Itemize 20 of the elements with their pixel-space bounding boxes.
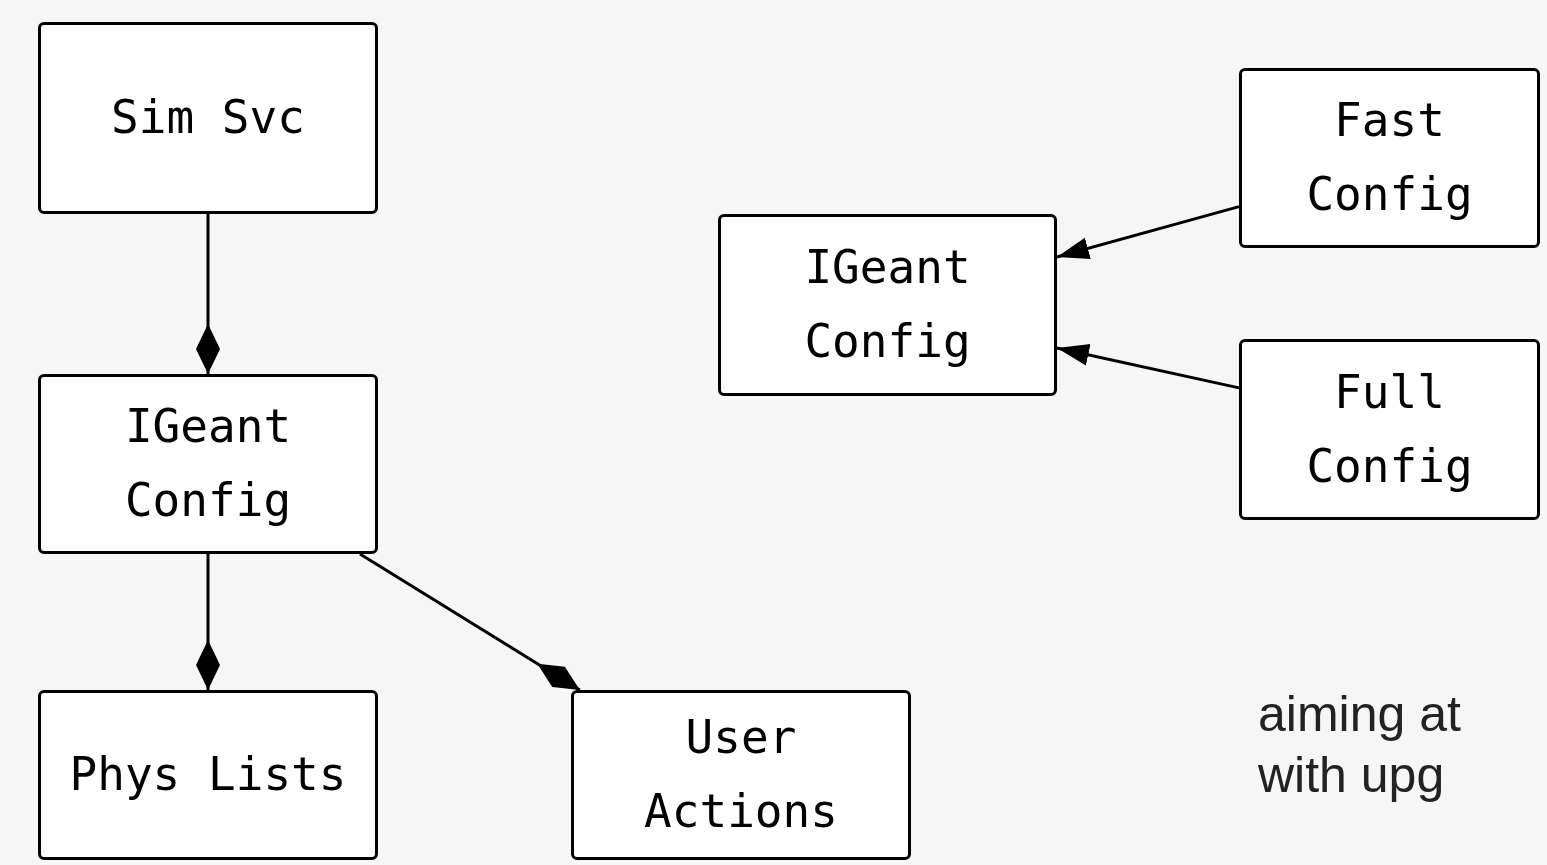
class-name: Sim Svc <box>110 89 306 147</box>
class-name: Fast Config <box>1305 92 1474 223</box>
class-box <box>1239 68 1540 248</box>
class-name: IGeant Config <box>803 239 972 370</box>
composition-line <box>359 552 581 692</box>
composition-line <box>196 214 220 374</box>
note-text: aiming at with upg <box>1258 685 1462 805</box>
class-box <box>38 374 378 554</box>
class-box <box>38 690 378 860</box>
class-box <box>718 214 1057 396</box>
composition-line <box>196 554 220 690</box>
class-name: Full Config <box>1305 363 1474 495</box>
class-box <box>571 690 911 860</box>
class-box <box>38 22 378 214</box>
class-name: IGeant Config <box>123 398 293 529</box>
class-name: Phys Lists <box>68 746 348 804</box>
arrow <box>1056 205 1240 259</box>
class-name: User Actions <box>643 709 839 840</box>
class-box <box>1239 339 1540 520</box>
arrow <box>1056 344 1240 390</box>
